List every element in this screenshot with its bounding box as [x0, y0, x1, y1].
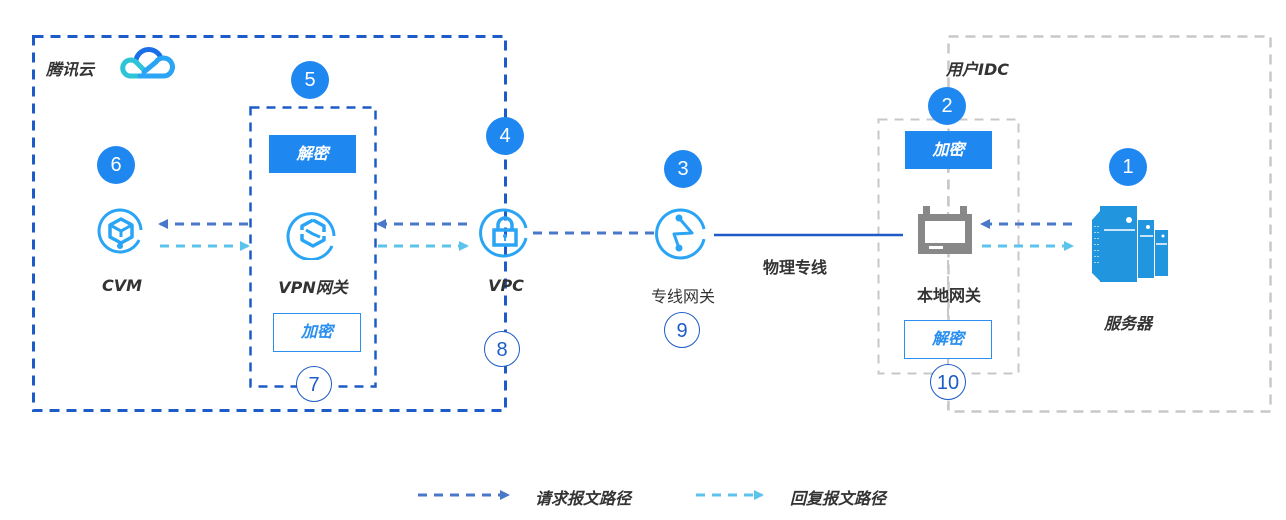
tencent-cloud-label: 腾讯云	[46, 60, 95, 79]
local-gateway-label: 本地网关	[916, 286, 981, 305]
user-idc-label: 用户IDC	[946, 60, 1009, 79]
step-badge-5: 5	[291, 61, 329, 99]
vpc-label: VPC	[488, 276, 524, 295]
step-badge-8: 8	[484, 331, 520, 367]
step-badge-7: 7	[296, 366, 332, 402]
legend-request-label: 请求报文路径	[535, 489, 632, 508]
step-badge-1: 1	[1109, 148, 1147, 186]
cvm-label: CVM	[101, 276, 143, 295]
vpn-gateway-icon[interactable]	[286, 206, 340, 260]
dc-gateway-label: 专线网关	[650, 287, 715, 306]
step-badge-6: 6	[97, 146, 135, 184]
step-badge-2: 2	[928, 87, 966, 125]
vpn-decrypt-tag: 解密	[269, 135, 356, 173]
lock-icon[interactable]	[478, 206, 534, 260]
step-badge-10: 10	[930, 364, 966, 400]
local-decrypt-tag: 解密	[904, 320, 992, 359]
user-idc-region-border	[947, 35, 1272, 413]
vpn-encrypt-tag: 加密	[273, 313, 361, 352]
step-badge-4: 4	[486, 117, 524, 155]
step-badge-3: 3	[664, 150, 702, 188]
legend-reply-label: 回复报文路径	[790, 489, 887, 508]
vpn-gateway-label: VPN网关	[278, 278, 348, 297]
local-gateway-icon[interactable]	[916, 206, 974, 254]
tencent-cloud-region-border	[32, 35, 507, 412]
step-badge-9: 9	[664, 312, 700, 348]
server-label: 服务器	[1103, 314, 1152, 333]
server-icon[interactable]	[1090, 202, 1170, 282]
tencent-cloud-logo-icon	[116, 42, 178, 82]
cvm-icon[interactable]	[95, 206, 147, 258]
direct-connect-gateway-icon[interactable]	[654, 207, 712, 261]
physical-line-label: 物理专线	[762, 258, 827, 277]
local-encrypt-tag: 加密	[905, 131, 992, 169]
